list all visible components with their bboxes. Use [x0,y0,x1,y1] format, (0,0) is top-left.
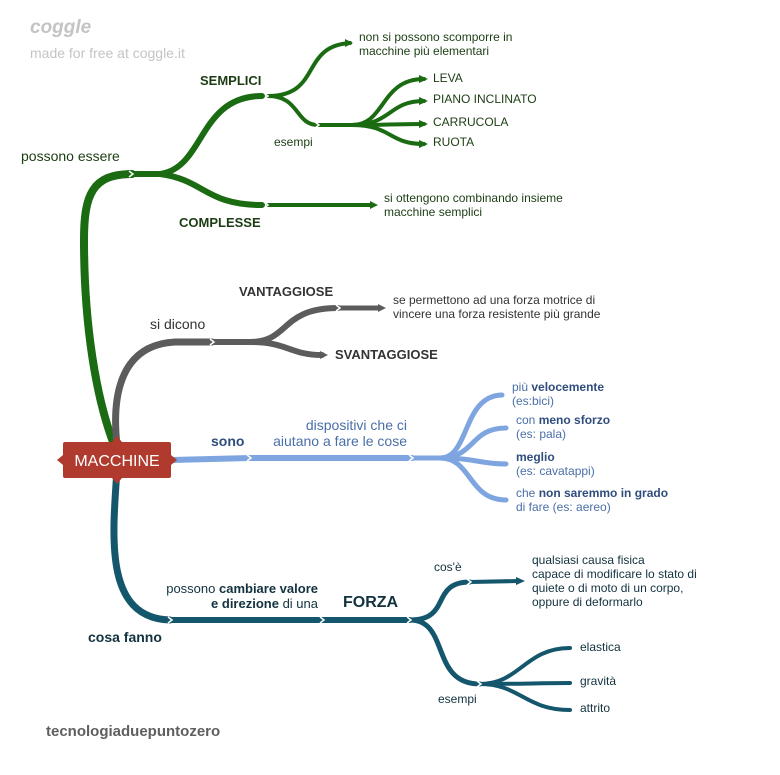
root-label: MACCHINE [74,453,159,470]
joint-chevrons [128,92,483,688]
meno-sforzo-line1: con meno sforzo [516,413,610,427]
semplici-definition-line1[interactable]: non si possono scomporre in [359,30,512,44]
sono-label[interactable]: sono [211,433,244,449]
example-attrito[interactable]: attrito [580,701,610,715]
svantaggiose-label[interactable]: SVANTAGGIOSE [335,347,438,362]
meglio-line1: meglio [516,450,555,464]
blue-item-non-saremmo[interactable]: che non saremmo in grado di fare (es: ae… [516,486,668,514]
gray-arrowheads [320,304,386,359]
connector-complesse [157,171,265,208]
meno-sforzo-example: (es: pala) [516,427,566,441]
action-line1: possono cambiare valore [166,581,318,596]
example-gravita[interactable]: gravità [580,674,616,688]
root-top-notch [112,436,122,442]
root-box [63,442,171,478]
connector-semplici-def [266,41,352,98]
velocemente-example: (es:bici) [512,394,554,408]
root-node[interactable]: MACCHINE [57,436,177,484]
teal-action-label[interactable]: possono cambiare valore e direzione di u… [166,581,319,611]
arrow-carrucola [419,120,428,128]
root-bottom-notch [112,478,122,484]
possono-essere-label[interactable]: possono essere [21,148,120,164]
sono-description-line2[interactable]: aiutano a fare le cose [273,433,407,449]
blue-main [169,455,415,463]
green-branch [79,41,426,456]
root-right-notch [171,455,177,465]
connector-cos-e [407,579,473,623]
complesse-definition-line1[interactable]: si ottengono combinando insieme [384,191,563,205]
connector-ruota [350,123,426,146]
root-left-notch [57,455,63,465]
connector-elastica [478,646,572,686]
forza-esempi-label[interactable]: esempi [438,692,477,706]
non-saremmo-example: di fare (es: aereo) [516,500,611,514]
example-leva[interactable]: LEVA [433,71,463,85]
arrow-definition [516,577,525,585]
semplici-esempi-label[interactable]: esempi [274,135,313,149]
cos-e-label[interactable]: cos'è [434,560,462,574]
forza-definition-line2[interactable]: capace di modificare lo stato di [532,567,697,581]
gray-branch [112,305,383,449]
semplici-label[interactable]: SEMPLICI [200,73,261,88]
arrow-vantaggiose-def [378,304,386,312]
green-arrowheads [345,39,428,209]
arrow-piano [419,97,428,105]
velocemente-line1: più velocemente [512,380,604,394]
arrow-svantaggiose [320,351,328,359]
blue-item-meno-sforzo[interactable]: con meno sforzo (es: pala) [516,413,610,441]
arrow-complesse-def [370,201,378,209]
connector-attrito [478,682,572,712]
teal-trunk [110,466,174,624]
connector-semplici-esempi [266,94,320,127]
teal-branch [110,466,572,712]
green-trunk [79,170,136,456]
blue-item-velocemente[interactable]: più velocemente (es:bici) [512,380,604,408]
arrow-semplici-def [345,39,353,47]
cosa-fanno-label[interactable]: cosa fanno [88,629,162,645]
connector-svantaggiose [247,339,325,358]
forza-definition-line3[interactable]: quiete o di moto di un corpo, [532,581,683,595]
blue-item-meglio[interactable]: meglio (es: cavatappi) [516,450,595,478]
si-dicono-label[interactable]: si dicono [150,316,205,332]
example-elastica[interactable]: elastica [580,640,621,654]
connector-vantaggiose [247,305,341,345]
non-saremmo-line1: che non saremmo in grado [516,486,668,500]
complesse-definition-line2[interactable]: macchine semplici [384,205,482,219]
forza-label[interactable]: FORZA [343,594,399,611]
arrow-ruota [419,140,428,148]
connector-semplici [157,93,265,177]
coggle-logo: coggle [30,17,92,38]
sono-description-line1[interactable]: dispositivi che ci [306,417,407,433]
forza-definition-line1[interactable]: qualsiasi causa fisica [532,553,645,567]
arrow-leva [419,75,428,83]
forza-definition-line4[interactable]: oppure di deformarlo [532,595,643,609]
example-carrucola[interactable]: CARRUCOLA [433,115,508,129]
connector-definition [468,579,520,584]
connector-non-saremmo [437,455,509,503]
example-ruota[interactable]: RUOTA [433,135,474,149]
coggle-subtitle: made for free at coggle.it [30,45,185,61]
example-piano-inclinato[interactable]: PIANO INCLINATO [433,92,537,106]
teal-arrowheads [516,577,525,585]
semplici-definition-line2[interactable]: macchine più elementari [359,44,489,58]
vantaggiose-definition-line2[interactable]: vincere una forza resistente più grande [393,307,601,321]
complesse-label[interactable]: COMPLESSE [179,215,261,230]
vantaggiose-label[interactable]: VANTAGGIOSE [239,284,333,299]
meglio-example: (es: cavatappi) [516,464,595,478]
gray-trunk [112,338,216,449]
connector-velocemente [437,392,505,461]
connector-esempi [407,617,483,687]
author-footer: tecnologiaduepuntozero [46,723,220,740]
action-line2: e direzione di una [211,596,319,611]
vantaggiose-definition-line1[interactable]: se permettono ad una forza motrice di [393,293,595,307]
